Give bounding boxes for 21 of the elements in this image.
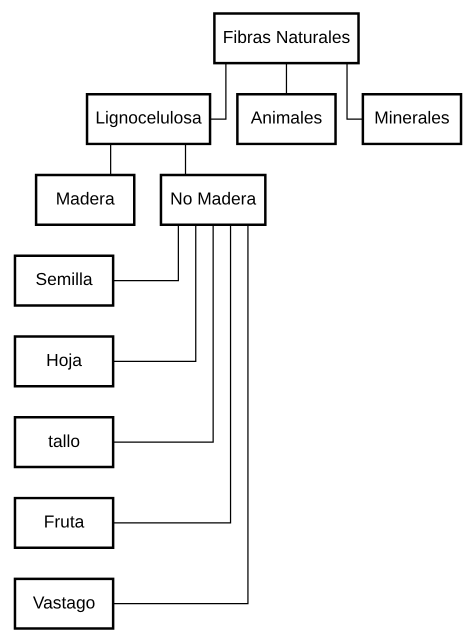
connector (113, 225, 231, 524)
node-box: Minerales (361, 93, 462, 146)
connector (184, 144, 186, 174)
connector (112, 224, 178, 282)
node-box: Fibras Naturales (212, 12, 360, 64)
connector (110, 144, 111, 174)
node-box: Fruta (13, 496, 114, 549)
node-box: Madera (34, 174, 135, 226)
connector (210, 63, 226, 120)
node-box: No Madera (159, 174, 266, 226)
node-box: Vastago (13, 578, 114, 630)
connector (346, 63, 362, 120)
connector (285, 63, 287, 94)
node-box: Animales (236, 93, 336, 146)
connector (112, 225, 248, 604)
node-box: tallo (13, 416, 114, 468)
node-box: Lignocelulosa (85, 93, 211, 146)
node-box: Hoja (13, 335, 114, 388)
node-box: Semilla (13, 254, 114, 307)
connector (112, 224, 214, 443)
connector (112, 224, 196, 362)
